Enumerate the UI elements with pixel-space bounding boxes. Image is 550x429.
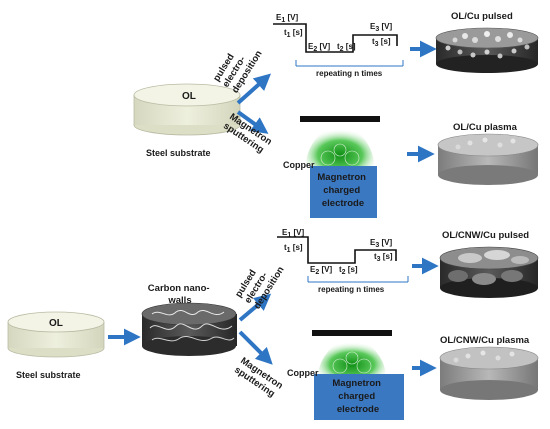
bottom-pulse-e1: E1 [V] [282, 228, 304, 239]
bottom-result-pulsed-image [439, 246, 539, 298]
top-arrow-to-pulsed [236, 73, 272, 105]
bottom-arrow-to-pulsed [238, 293, 272, 322]
bottom-repeat-label: repeating n times [318, 285, 385, 294]
top-pulse-e1: E1 [V] [276, 13, 298, 24]
top-result-plasma-image [437, 133, 539, 185]
bottom-pulse-waveform [277, 236, 397, 264]
top-repeat-label: repeating n times [316, 69, 383, 78]
top-result-plasma-label: OL/Cu plasma [453, 122, 518, 133]
bottom-cnw-image [141, 302, 237, 356]
top-magnetron [300, 116, 380, 218]
bottom-substrate-caption: Steel substrate [16, 370, 81, 380]
bottom-pulse-t3: t3 [s] [374, 252, 393, 263]
top-pulse-e3: E3 [V] [370, 22, 392, 33]
top-pulse-t3: t3 [s] [372, 37, 391, 48]
bottom-pulse-e3: E3 [V] [370, 238, 392, 249]
bottom-result-pulsed-label: OL/CNW/Cu pulsed [442, 230, 529, 241]
bottom-steel-substrate [7, 311, 105, 358]
top-pulse-waveform [273, 23, 398, 53]
bottom-target-label: Copper [287, 368, 319, 378]
bottom-result-plasma-image [439, 346, 539, 400]
top-result-pulsed-label: OL/Cu pulsed [451, 11, 513, 22]
bottom-pulse-e2: E2 [V] [310, 265, 332, 276]
bottom-result-plasma-label: OL/CNW/Cu plasma [440, 335, 530, 346]
bottom-cnw-label: Carbon nano- walls [148, 283, 212, 306]
bottom-electrode-label: Magnetron charged electrode [332, 378, 383, 415]
top-result-pulsed-image [435, 27, 539, 73]
bottom-magnetron [312, 330, 404, 420]
top-electrode-label: Magnetron charged electrode [317, 172, 368, 209]
top-target-label: Copper [283, 160, 315, 170]
bottom-substrate-top-label: OL [49, 318, 63, 329]
bottom-method-pulsed: pulsed electro- deposition [233, 253, 287, 311]
bottom-pulse-t2: t2 [s] [339, 265, 358, 276]
top-steel-substrate [133, 83, 241, 136]
bottom-pulse-t1: t1 [s] [284, 243, 303, 254]
top-arrow-to-sputter [236, 110, 269, 134]
top-substrate-top-label: OL [182, 91, 196, 102]
bottom-method-sputter: Magnetron sputtering [232, 355, 287, 402]
top-substrate-caption: Steel substrate [146, 148, 211, 158]
top-pulse-t1: t1 [s] [284, 28, 303, 39]
top-pulse-e2: E2 [V] [308, 42, 330, 53]
top-pulse-t2: t2 [s] [337, 42, 356, 53]
bottom-arrow-to-sputter [238, 330, 273, 365]
